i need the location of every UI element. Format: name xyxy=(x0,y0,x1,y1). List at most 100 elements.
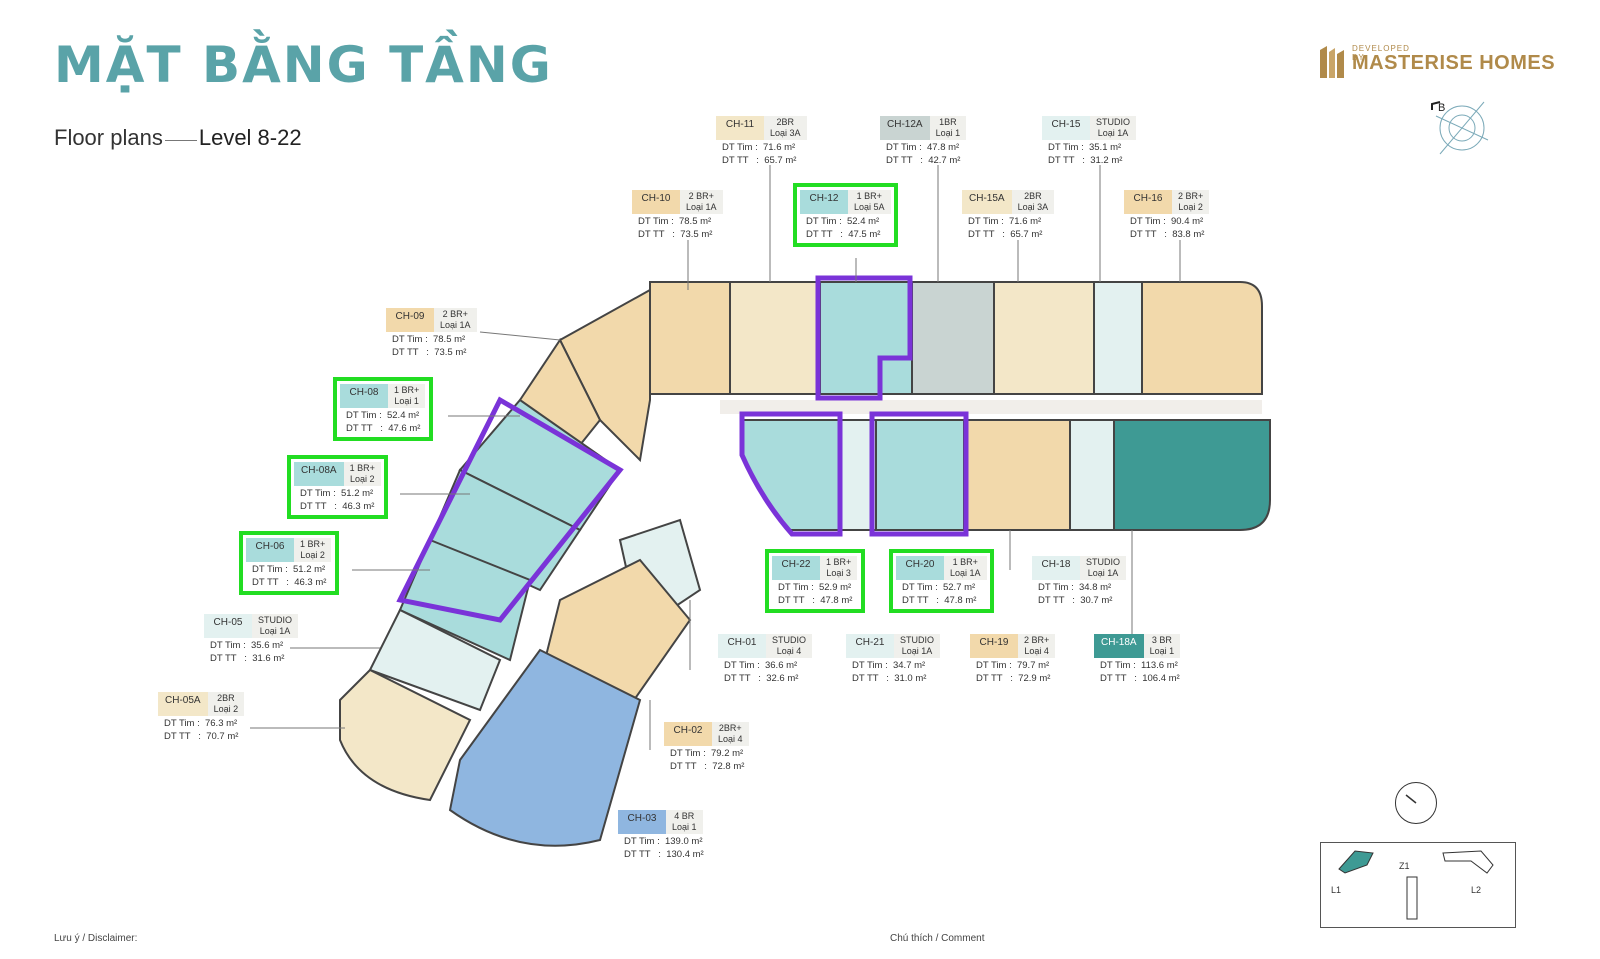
unit-dt-tt: DT TT : 47.6 m² xyxy=(346,423,421,434)
unit-dt-tim: DT Tim : 35.6 m² xyxy=(210,640,284,651)
logo-brand-name: MASTERISE HOMES xyxy=(1352,52,1556,74)
unit-dt-tim: DT Tim : 52.4 m² xyxy=(346,410,420,421)
unit-dt-tt: DT TT : 30.7 m² xyxy=(1038,595,1113,606)
unit-code: CH-20 xyxy=(896,556,944,580)
unit-bedrooms: 2 BR+ xyxy=(442,309,468,319)
middle-wing xyxy=(741,419,1271,531)
unit-bedrooms: STUDIO xyxy=(900,635,935,645)
unit-code: CH-12A xyxy=(880,116,930,140)
unit-dt-tim: DT Tim : 34.7 m² xyxy=(852,660,926,671)
unit-code: CH-09 xyxy=(386,308,434,332)
unit-type: Loại 1A xyxy=(950,568,981,578)
unit-type: Loại 2 xyxy=(213,704,239,714)
unit-type: Loại 3A xyxy=(1017,202,1049,212)
unit-bedrooms: 2BR xyxy=(776,117,795,127)
unit-dt-tim: DT Tim : 34.8 m² xyxy=(1038,582,1112,593)
unit-code: CH-12 xyxy=(800,190,848,214)
unit-dt-tt: DT TT : 72.9 m² xyxy=(976,673,1051,684)
top-wing xyxy=(649,281,1263,395)
unit-type: Loại 2 xyxy=(349,474,375,484)
unit-dt-tim: DT Tim : 71.6 m² xyxy=(968,216,1042,227)
subtitle-divider xyxy=(164,140,197,141)
unit-dt-tim: DT Tim : 79.7 m² xyxy=(976,660,1050,671)
unit-dt-tim: DT Tim : 36.6 m² xyxy=(724,660,798,671)
unit-bedrooms: 1 BR+ xyxy=(826,557,852,567)
unit-type: Loại 2 xyxy=(1178,202,1203,212)
unit-bedrooms: 2 BR+ xyxy=(688,191,714,201)
unit-dt-tt: DT TT : 83.8 m² xyxy=(1130,229,1205,240)
subtitle-prefix: Floor plans xyxy=(54,125,163,150)
unit-bedrooms: STUDIO xyxy=(258,615,293,625)
unit-dt-tt: DT TT : 46.3 m² xyxy=(252,577,327,588)
orientation-dial-icon xyxy=(1395,782,1437,824)
unit-type: Loại 3 xyxy=(826,568,851,578)
unit-dt-tt: DT TT : 65.7 m² xyxy=(722,155,797,166)
unit-dt-tim: DT Tim : 79.2 m² xyxy=(670,748,744,759)
key-plan-drawing xyxy=(1338,850,1494,920)
compass-icon: B xyxy=(1431,101,1489,155)
unit-type: Loại 5A xyxy=(854,202,885,212)
unit-type: Loại 4 xyxy=(776,646,802,656)
unit-dt-tt: DT TT : 65.7 m² xyxy=(968,229,1043,240)
left-wing xyxy=(339,288,651,802)
unit-bedrooms: 2BR xyxy=(1024,191,1042,201)
unit-type: Loại 1A xyxy=(901,646,933,656)
unit-type: Loại 1 xyxy=(1149,646,1175,656)
unit-code: CH-18 xyxy=(1032,556,1080,580)
unit-dt-tim: DT Tim : 71.6 m² xyxy=(722,142,796,153)
unit-dt-tt: DT TT : 31.0 m² xyxy=(852,673,927,684)
unit-bedrooms: 1 BR+ xyxy=(300,539,326,549)
unit-dt-tt: DT TT : 47.5 m² xyxy=(806,229,881,240)
unit-dt-tt: DT TT : 73.5 m² xyxy=(392,347,467,358)
unit-type: Loại 1 xyxy=(394,396,419,406)
unit-bedrooms: 3 BR xyxy=(1151,635,1172,645)
unit-type: Loại 3A xyxy=(770,128,801,138)
unit-dt-tt: DT TT : 31.6 m² xyxy=(210,653,285,664)
unit-bedrooms: 1BR xyxy=(939,117,957,127)
unit-code: CH-22 xyxy=(772,556,820,580)
unit-dt-tt: DT TT : 106.4 m² xyxy=(1100,673,1180,684)
unit-code: CH-21 xyxy=(846,634,894,658)
key-plan: L1 Z1 L2 xyxy=(1320,842,1516,928)
key-plan-z1: Z1 xyxy=(1399,861,1410,871)
comment-label: Chú thích / Comment xyxy=(890,933,985,944)
unit-dt-tim: DT Tim : 78.5 m² xyxy=(638,216,712,227)
unit-dt-tim: DT Tim : 139.0 m² xyxy=(624,836,703,847)
unit-code: CH-16 xyxy=(1124,190,1172,214)
unit-code: CH-18A xyxy=(1094,634,1144,658)
unit-code: CH-15 xyxy=(1042,116,1090,140)
unit-dt-tim: DT Tim : 52.9 m² xyxy=(778,582,852,593)
unit-bedrooms: STUDIO xyxy=(1096,117,1131,127)
unit-code: CH-01 xyxy=(718,634,766,658)
subtitle-level: Level 8-22 xyxy=(198,125,302,150)
compass-letter: B xyxy=(1438,102,1445,114)
unit-code: CH-15A xyxy=(962,190,1012,214)
unit-dt-tim: DT Tim : 90.4 m² xyxy=(1130,216,1204,227)
key-plan-l2: L2 xyxy=(1471,885,1482,895)
disclaimer-label: Lưu ý / Disclaimer: xyxy=(54,933,138,944)
unit-type: Loại 1 xyxy=(672,822,697,832)
